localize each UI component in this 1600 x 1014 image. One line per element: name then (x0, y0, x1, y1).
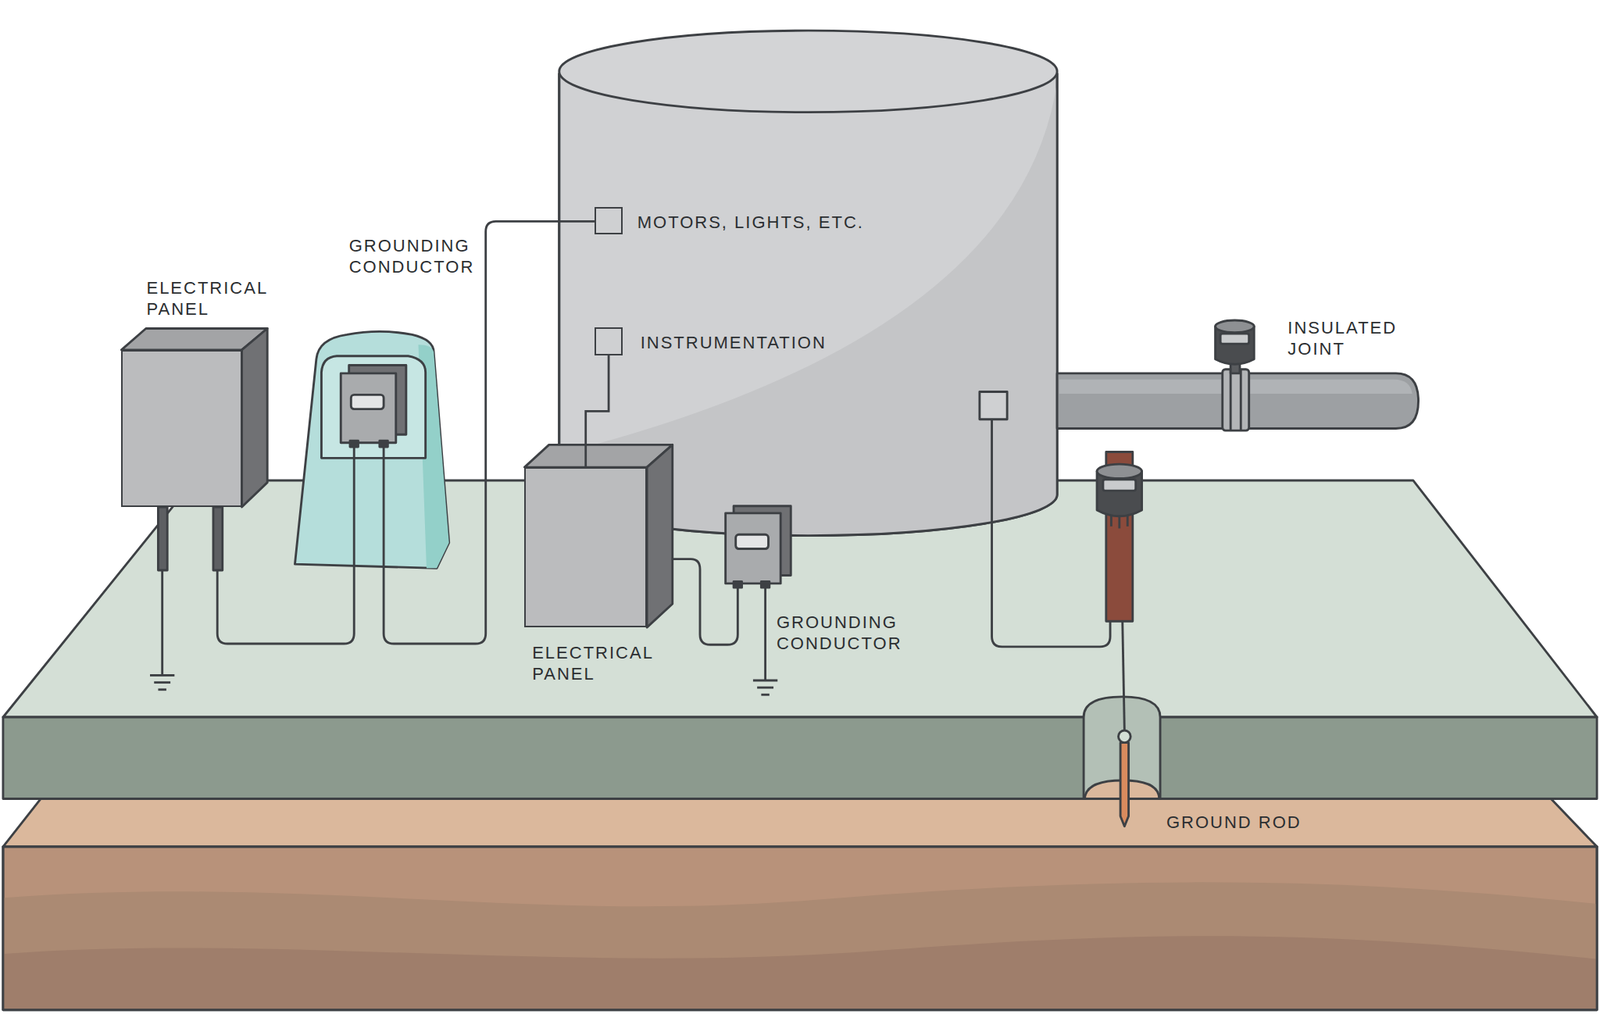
connector-line (585, 355, 609, 468)
rod-label: GROUND ROD (1166, 811, 1302, 833)
conductor-label: GROUNDING CONDUCTOR (776, 611, 903, 654)
electrical-panel: ELECTRICAL PANEL (524, 467, 647, 628)
node-label: INSTRUMENTATION (640, 332, 827, 354)
left-panel-frame (121, 328, 268, 570)
soil (3, 935, 1597, 1009)
soil (3, 846, 1597, 1011)
test-station (1126, 514, 1129, 526)
ground-rod-symbol (1118, 621, 1132, 826)
ground-wire (764, 587, 767, 681)
ground-rod-symbol (1118, 730, 1132, 743)
test-station (1110, 514, 1113, 526)
equipment-box: MOTORS, LIGHTS, ETC. (594, 207, 622, 235)
soil (3, 846, 1597, 1011)
kiosk-enclosure (379, 440, 388, 447)
ground-wire (992, 419, 1111, 647)
ground-rod-symbol (1120, 742, 1129, 827)
insulated-joint-symbol (1239, 369, 1243, 431)
kiosk-enclosure (294, 331, 449, 568)
insulated-joint-symbol (1215, 320, 1255, 333)
conductor-label: GROUNDING CONDUCTOR (349, 235, 475, 278)
storage-tank (559, 30, 1058, 112)
center-panel-frame (524, 444, 672, 628)
monitor-box (760, 581, 769, 588)
insulated-joint-symbol (1220, 333, 1250, 344)
kiosk-enclosure (321, 356, 425, 459)
ground-symbol (150, 674, 175, 677)
monitor-box (735, 534, 769, 549)
monitor-box (725, 506, 792, 588)
electrical-panel: ELECTRICAL PANEL (121, 350, 242, 508)
soil (3, 798, 1597, 1010)
kiosk-enclosure (340, 373, 397, 443)
kiosk-enclosure (350, 394, 384, 409)
kiosk-enclosure (294, 331, 449, 568)
ground-wire (672, 559, 739, 646)
test-station (1096, 451, 1142, 622)
left-panel-frame (213, 507, 223, 571)
left-panel-frame (242, 328, 268, 508)
insulated-joint-symbol (1222, 369, 1250, 431)
ground-rod-symbol (1122, 621, 1125, 731)
instrument-box: INSTRUMENTATION (594, 327, 622, 355)
insulated-joint-symbol (1229, 369, 1233, 431)
ground-wire (757, 686, 774, 690)
concrete-slab (3, 717, 1597, 799)
joint-label: INSULATED JOINT (1287, 317, 1397, 360)
test-station (1103, 479, 1136, 491)
ground-symbol (160, 570, 164, 676)
ground-wire (760, 693, 769, 697)
soil (3, 882, 1597, 1009)
center-panel-frame (646, 444, 673, 628)
soil (3, 798, 1597, 847)
test-station (1117, 517, 1121, 529)
monitor-box (733, 581, 742, 588)
test-station (1096, 464, 1142, 479)
node-label: ELECTRICAL PANEL (532, 642, 654, 685)
ground-symbol (157, 688, 166, 691)
node-label: ELECTRICAL PANEL (146, 277, 268, 320)
left-panel-frame (157, 507, 168, 571)
kiosk-enclosure (350, 440, 358, 447)
storage-tank (979, 391, 1008, 419)
ground-symbol (153, 681, 171, 684)
ground-wire (753, 679, 778, 683)
node-label: MOTORS, LIGHTS, ETC. (637, 211, 865, 233)
ground-wire (672, 419, 1111, 696)
ground-symbol (150, 570, 175, 690)
monitor-box (725, 513, 782, 584)
insulated-joint-symbol (1215, 320, 1255, 431)
